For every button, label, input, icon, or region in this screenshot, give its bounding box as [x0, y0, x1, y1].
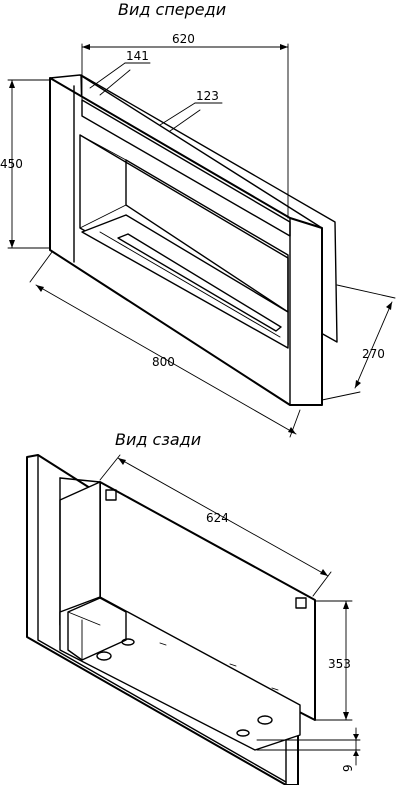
back-tab-top-right: [295, 597, 307, 609]
dim-front-141: 141: [126, 49, 149, 63]
front-view-title: Вид спереди: [118, 0, 226, 19]
back-view-title: Вид сзади: [115, 430, 201, 449]
front-burner-slot: [117, 233, 282, 332]
back-tab-bottom-4: [236, 729, 250, 737]
dim-front-123: 123: [196, 89, 219, 103]
back-view: [26, 454, 316, 785]
front-top-plate: [81, 99, 291, 237]
back-tab-bottom-2: [121, 638, 135, 646]
dim-front-width: 620: [172, 32, 195, 46]
dim-front-height: 450: [0, 157, 23, 171]
back-tab-top-left: [105, 489, 117, 501]
back-box-top-edge: [59, 477, 101, 483]
back-frame-inner-edge: [37, 454, 287, 783]
back-small-box: [67, 597, 127, 661]
back-tab-bottom-1: [96, 651, 112, 661]
front-opening-corner-top: [79, 134, 127, 161]
dim-front-total-width: 800: [152, 355, 175, 369]
front-opening-corner-bottom: [79, 204, 127, 229]
dim-back-width: 624: [206, 511, 229, 525]
back-dimensions: 624 353 9: [99, 454, 361, 772]
dim-front-depth: 270: [362, 347, 385, 361]
front-dimensions: 620 141 123 450 800 270: [0, 32, 396, 438]
dim-back-height: 353: [328, 657, 351, 671]
front-frame-top-edge: [49, 74, 323, 229]
front-burner-edge: [99, 231, 281, 338]
back-tab-bottom-3: [257, 715, 273, 725]
front-view: [49, 74, 338, 406]
dim-back-offset: 9: [341, 764, 355, 772]
